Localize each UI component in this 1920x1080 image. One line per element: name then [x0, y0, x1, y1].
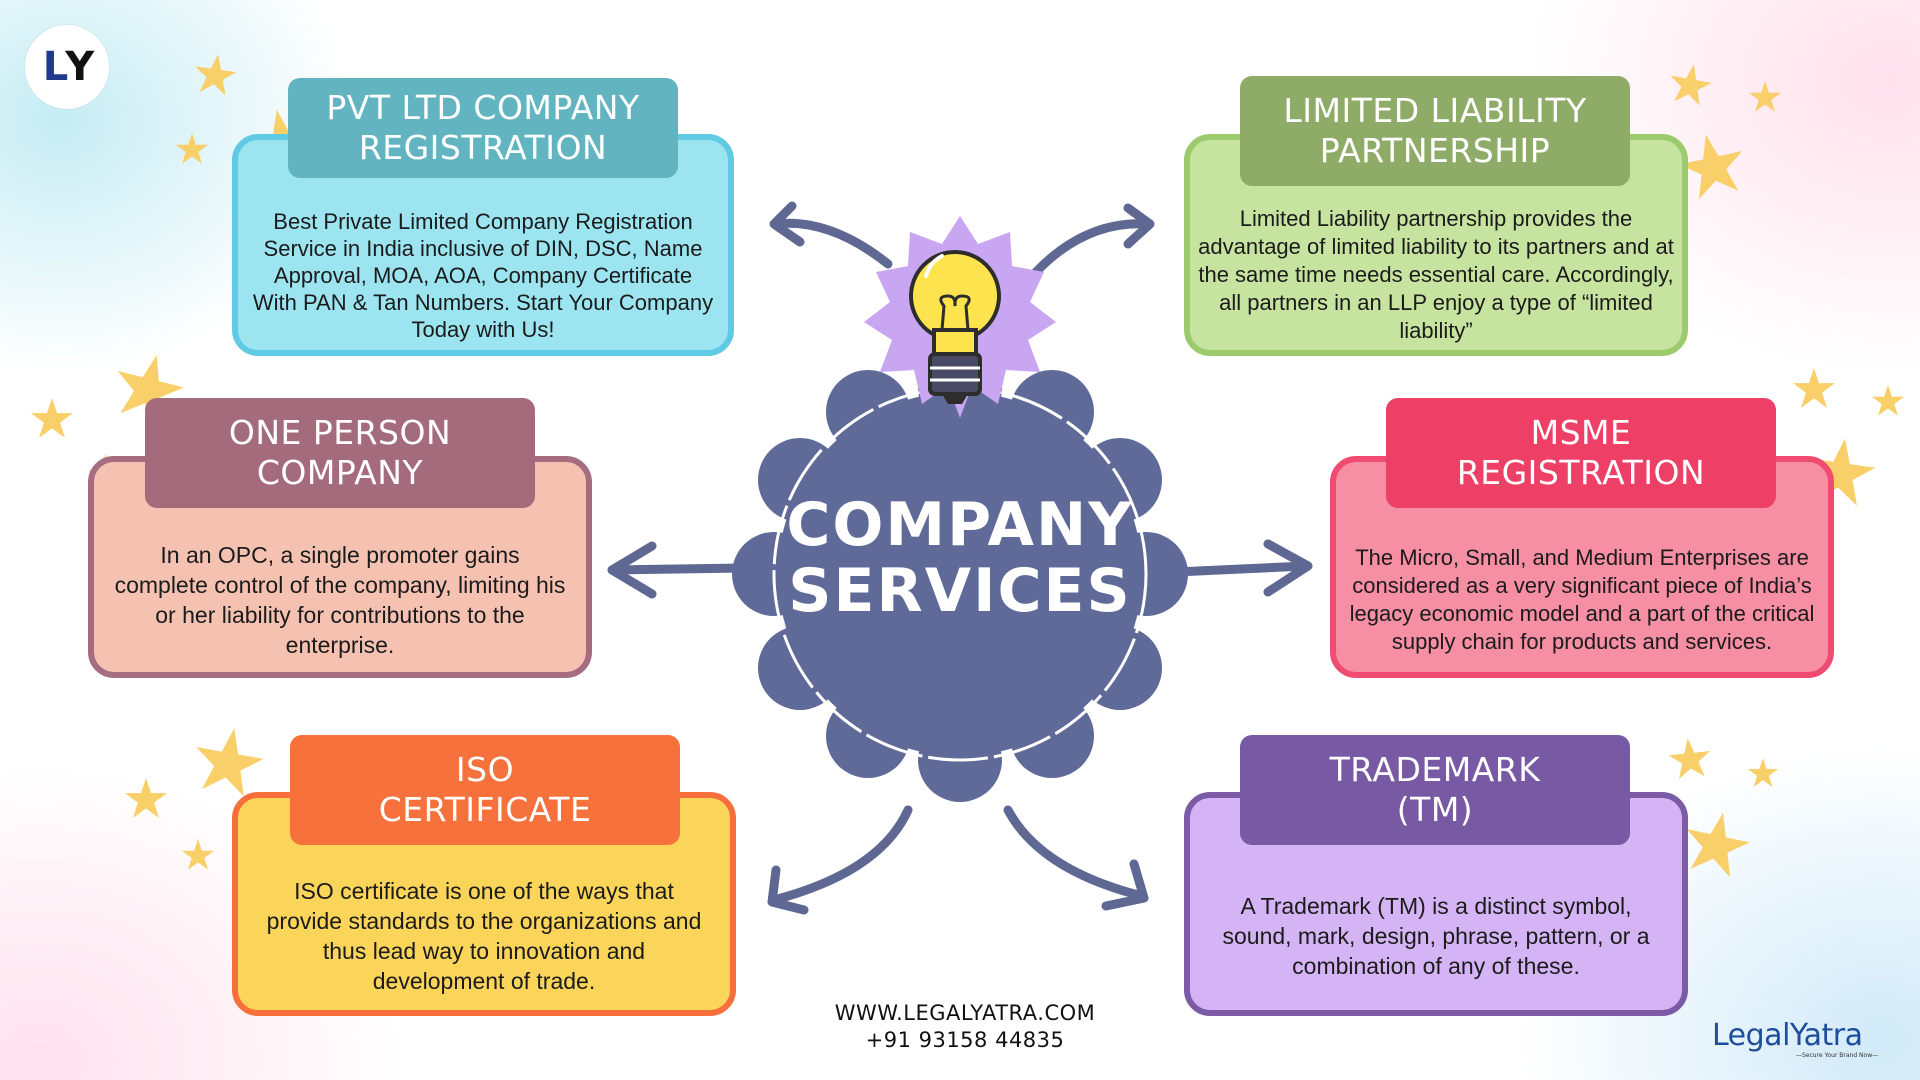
center-title-line-1: COMPANY [786, 490, 1134, 560]
card-title-line-1: LIMITED LIABILITY [1283, 91, 1587, 130]
card-title-line-2: CERTIFICATE [378, 790, 592, 829]
arrow-down-left-icon [767, 805, 913, 915]
footer-contact: WWW.LEGALYATRA.COM +91 93158 44835 [780, 1000, 1150, 1054]
center-title: COMPANY SERVICES [770, 492, 1150, 624]
card-title-line-2: REGISTRATION [1456, 453, 1706, 492]
card-title-trademark: TRADEMARK (TM) [1240, 735, 1630, 845]
card-title-pvt-ltd-registration: PVT LTD COMPANY REGISTRATION [288, 78, 678, 178]
card-title-line-1: MSME [1530, 413, 1632, 452]
phone-number[interactable]: +91 93158 44835 [865, 1028, 1065, 1052]
light-bulb-icon [909, 250, 1001, 404]
card-title-one-person-company: ONE PERSON COMPANY [145, 398, 535, 508]
arrow-down-right-icon [1003, 805, 1149, 911]
card-description: The Micro, Small, and Medium Enterprises… [1349, 545, 1815, 654]
card-title-line-1: TRADEMARK [1329, 750, 1541, 789]
card-description: A Trademark (TM) is a distinct symbol, s… [1222, 893, 1650, 979]
arrow-up-right-icon [1031, 203, 1155, 277]
logo-letter-l: L [42, 44, 68, 90]
card-title-line-2: PARTNERSHIP [1319, 131, 1551, 170]
card-title-line-1: ONE PERSON [228, 413, 452, 452]
card-title-iso-certificate: ISO CERTIFICATE [290, 735, 680, 845]
arrow-left-icon [607, 541, 749, 599]
card-title-msme-registration: MSME REGISTRATION [1386, 398, 1776, 508]
card-iso-certificate: ISO certificate is one of the ways that … [232, 792, 736, 1016]
card-description: ISO certificate is one of the ways that … [266, 878, 702, 994]
card-description: Best Private Limited Company Registratio… [252, 208, 714, 342]
legalyatra-brand-logo: LegalYatra [1712, 1018, 1863, 1053]
card-title-line-2: (TM) [1396, 790, 1474, 829]
card-title-line-1: ISO [455, 750, 515, 789]
arrow-right-icon [1171, 539, 1313, 597]
website-link[interactable]: WWW.LEGALYATRA.COM [834, 1001, 1096, 1025]
card-title-line-1: PVT LTD COMPANY [326, 88, 640, 127]
card-title-line-2: REGISTRATION [358, 128, 608, 167]
center-title-line-2: SERVICES [788, 556, 1132, 626]
card-description: Limited Liability partnership provides t… [1198, 206, 1674, 343]
card-description: In an OPC, a single promoter gains compl… [114, 542, 566, 658]
logo-letter-y: Y [65, 44, 94, 90]
brand-tagline: —Secure Your Brand Now— [1796, 1052, 1879, 1059]
card-title-line-2: COMPANY [256, 453, 424, 492]
card-title-limited-liability-partnership: LIMITED LIABILITY PARTNERSHIP [1240, 76, 1630, 186]
arrow-up-left-icon [769, 201, 893, 269]
